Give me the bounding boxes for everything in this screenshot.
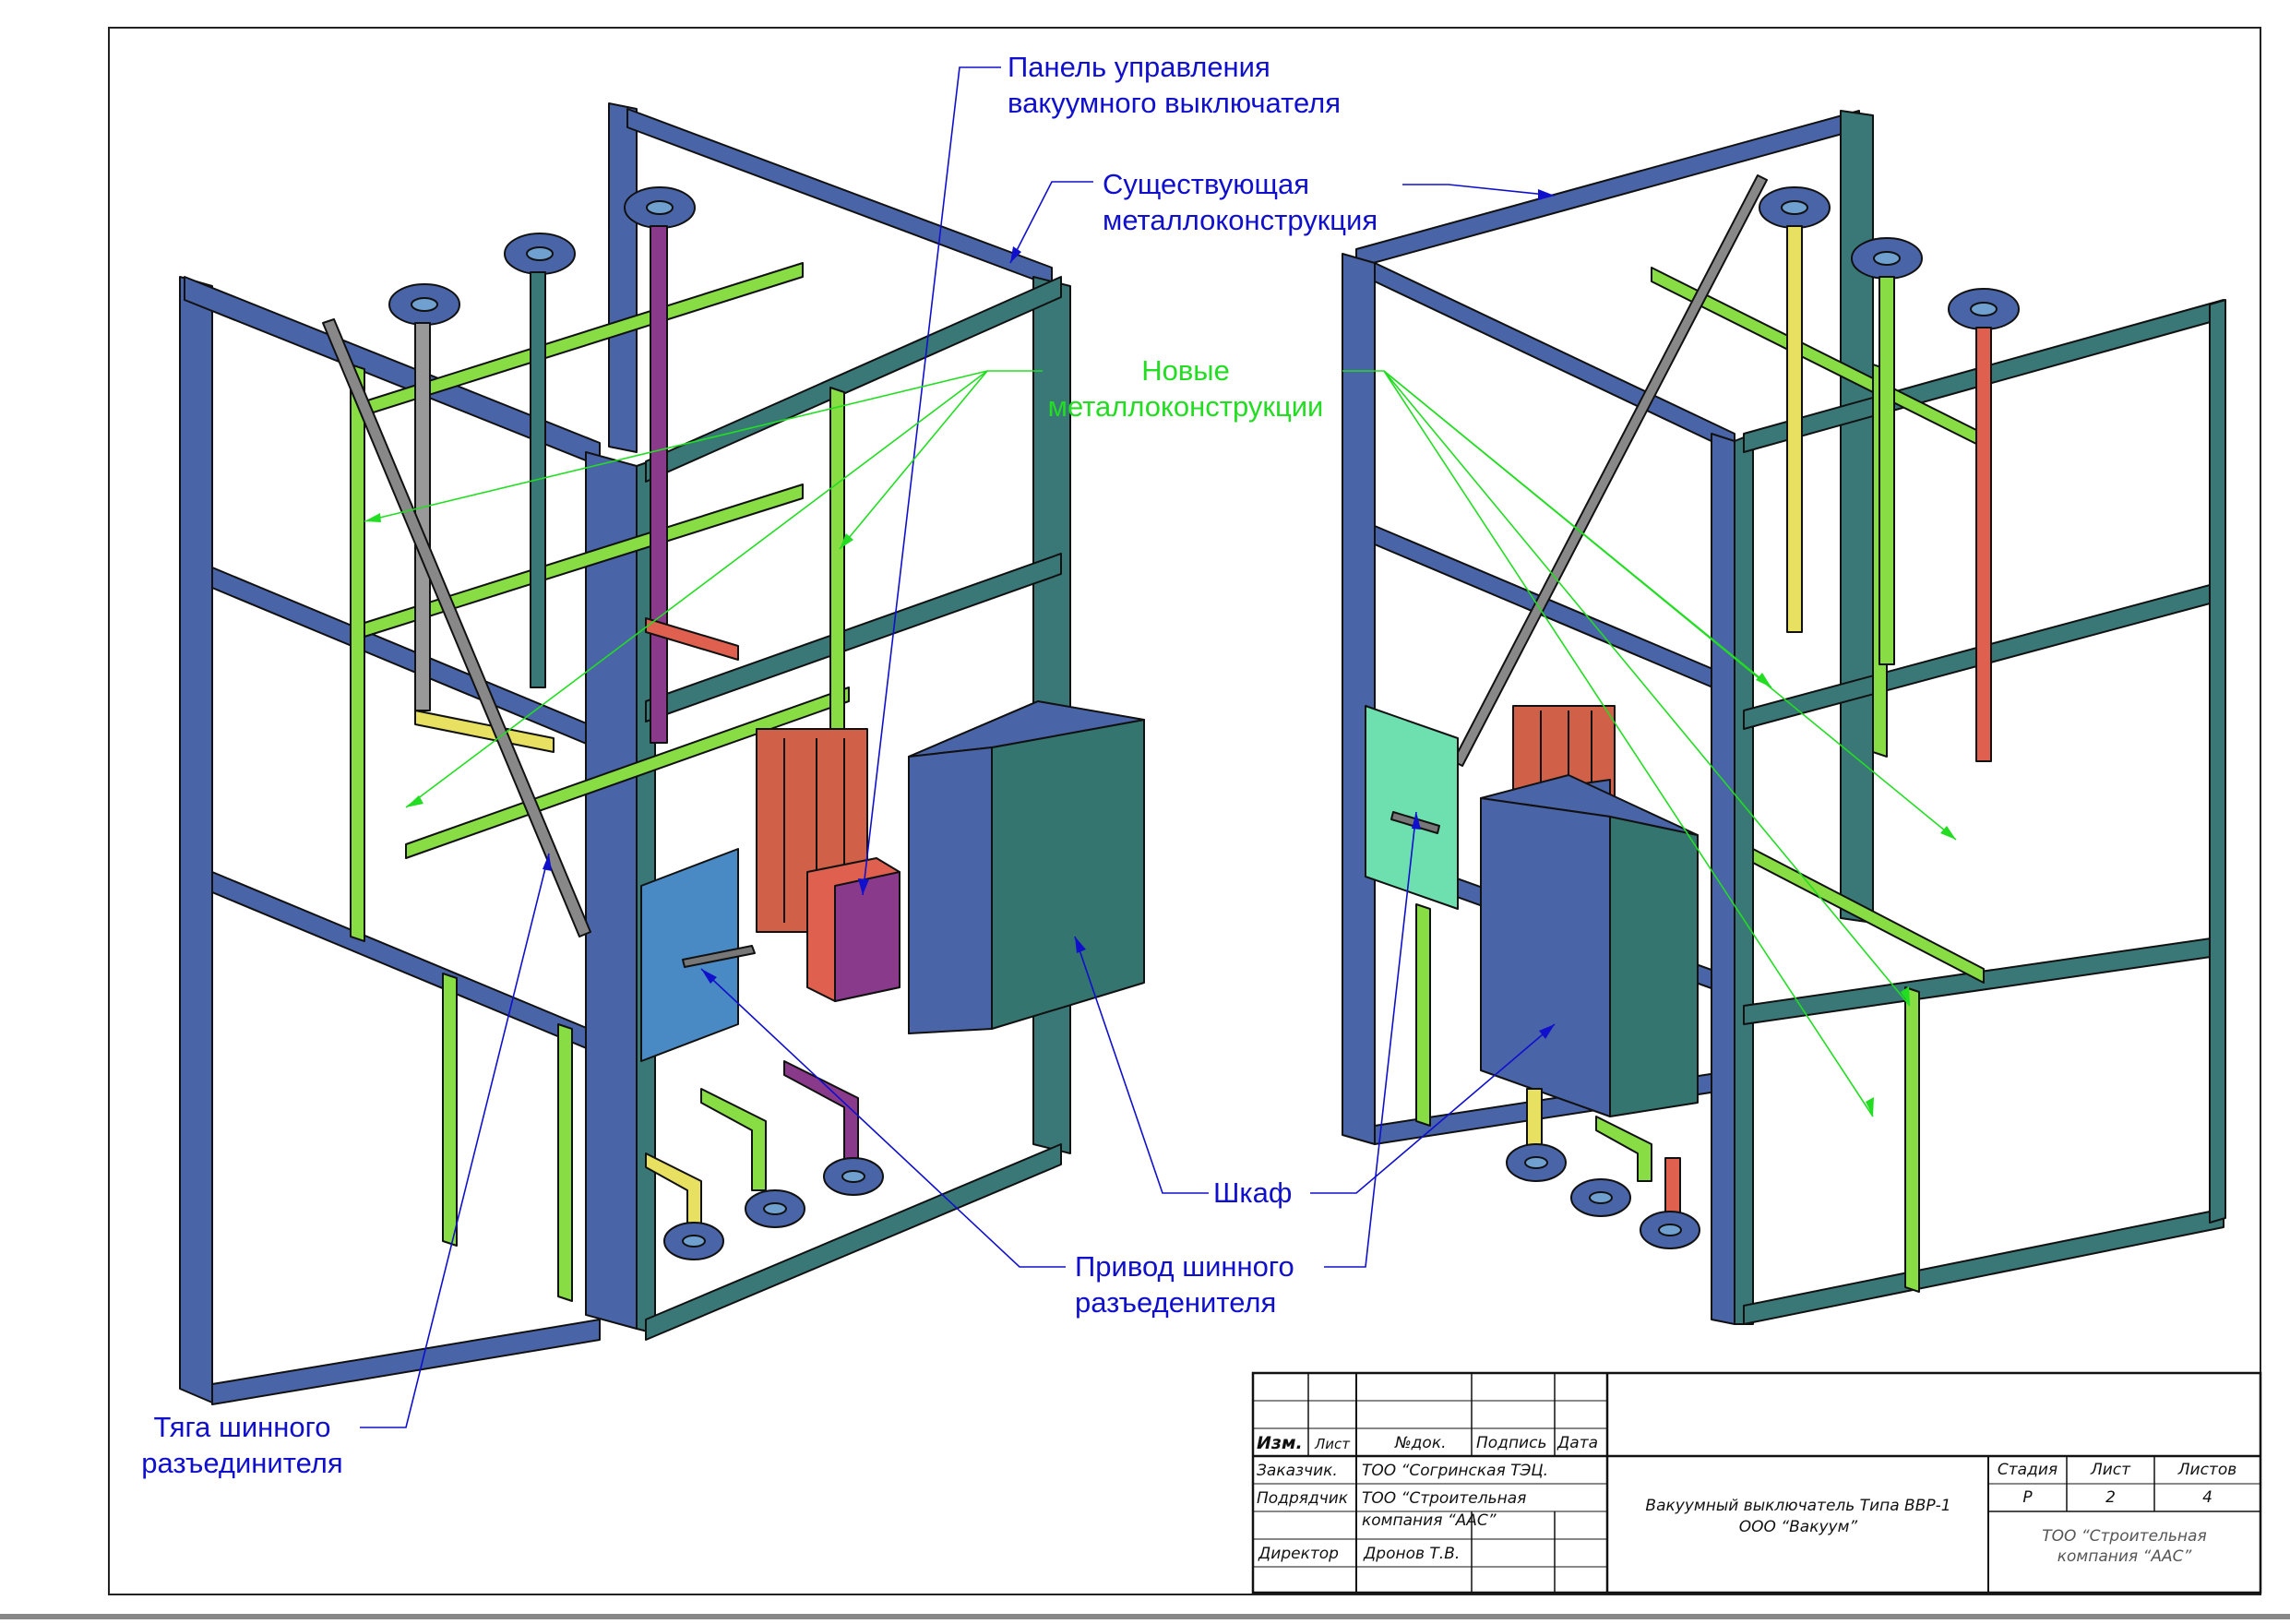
tb-header-izm: Изм. [1257,1433,1303,1453]
tb-role-director: Директор [1258,1545,1339,1563]
tb-stage-label: Стадия [1997,1461,2058,1479]
leader-new-7 [1383,370,1874,1117]
sheet-frame [108,27,2261,1595]
right-left-post [1342,253,1376,1145]
left-handle [682,945,756,968]
callout-drive: Привод шинного разъеденителя [1075,1248,1294,1320]
left-right-bottom-beam [645,1143,1062,1341]
tb-header-sign: Подпись [1476,1434,1547,1452]
right-front-post-2 [1734,433,1754,1325]
leader-arrowheads [364,189,1956,1116]
left-green-beam-3 [405,687,850,859]
leader-rod [360,853,550,1428]
leader-new-5 [1383,370,1957,841]
callout-control-panel-line1: Панель управления [1008,51,1270,83]
callout-control-panel-line2: вакуумного выключателя [1008,87,1342,119]
left-right-top-beam [645,276,1062,483]
left-green-post-4 [557,1023,573,1302]
leader-existing-left [1009,181,1093,264]
leader-new-3 [405,370,988,808]
leader-drive-left [700,968,1066,1268]
leader-drive-right [1324,811,1417,1268]
right-back-post [1840,110,1874,924]
right-busbar-red [1975,327,1992,762]
left-busbar-purple [650,225,668,744]
left-green-post-3 [442,973,458,1247]
callout-new-line1: Новые [1141,354,1230,387]
left-busbar-yellow [414,710,555,753]
callout-existing-line1: Существующая [1103,168,1310,200]
leader-lines [360,66,1957,1428]
tb-title-line1: Вакуумный выключатель Типа ВВР-1 [1645,1497,1951,1515]
callout-new-structures: Новые металлоконструкции [1038,352,1333,424]
leader-control-panel [862,66,1001,896]
right-rod [1452,174,1768,767]
tb-stage-value: Р [2022,1488,2033,1507]
tb-sheets-label: Листов [2177,1461,2237,1479]
leader-new-2 [839,370,988,550]
tb-sheet-value: 2 [2105,1488,2116,1507]
leader-new-6 [1383,370,1911,1007]
left-assembly [179,102,1145,1405]
right-busbar-yellow [1786,225,1803,633]
callout-drive-line2: разъеденителя [1075,1286,1277,1319]
left-green-post-1 [350,364,365,942]
right-bottom-bus-2 [1595,1116,1652,1182]
callout-cabinet-text: Шкаф [1213,1176,1293,1209]
right-left-mid-beam-1 [1374,525,1735,698]
right-right-bottom-beam [1743,1208,2224,1325]
right-busbar-green [1879,276,1895,665]
left-rod [322,318,591,937]
callout-existing-line2: металлоконструкция [1103,204,1378,236]
tb-sheets-value: 4 [2202,1488,2212,1507]
tb-header-date: Дата [1557,1434,1599,1452]
tb-company-line2: компания “ААС” [2057,1547,2192,1566]
tb-value-director: Дронов Т.В. [1364,1545,1461,1563]
leader-existing-right [1402,184,1556,197]
callout-existing-structure: Существующая металлоконструкция [1103,166,1378,238]
callout-new-line2: металлоконструкции [1047,390,1324,423]
right-front-post [1711,433,1735,1325]
tb-sheet-label: Лист [2090,1461,2131,1479]
left-control-panel [640,848,739,1062]
callout-rod-line2: разъединителя [141,1447,343,1479]
left-right-mid-beam [645,553,1062,722]
tb-role-contractor: Подрядчик [1257,1489,1349,1508]
tb-title-line2: ООО “Вакуум” [1738,1518,1858,1536]
right-assembly [1342,110,2226,1325]
tb-header-doc: №док. [1395,1434,1447,1452]
callout-cabinet: Шкаф [1213,1175,1292,1211]
right-green-beam-2 [1752,848,1985,984]
leader-new-4 [1342,370,1772,688]
leader-cabinet-left [1074,936,1209,1194]
tb-value-customer: ТОО “Согринская ТЭЦ. [1362,1462,1549,1480]
right-green-post-2 [1415,903,1431,1127]
left-mid-beam-2 [211,871,601,1055]
right-bottom-bus-3 [1664,1157,1681,1219]
right-control-panel [1365,705,1459,910]
tb-company-line1: ТОО “Строительная [2042,1527,2207,1546]
tb-value-contractor: ТОО “Строительная [1362,1489,1527,1508]
left-front-post [585,451,638,1330]
left-left-post [179,276,213,1403]
right-far-post [2209,299,2226,1224]
left-bottom-bus-3 [783,1060,859,1164]
left-bottom-beam [211,1319,601,1405]
left-back-post [608,102,638,453]
left-cabinet-side [991,719,1145,1030]
callout-rod: Тяга шинного разъединителя [129,1409,355,1481]
callout-control-panel: Панель управления вакуумного выключателя [1008,49,1341,121]
right-cabinet-side [1609,816,1699,1117]
leader-cabinet-right [1310,1023,1556,1194]
callout-drive-line1: Привод шинного [1075,1250,1294,1283]
tb-header-list: Лист [1315,1436,1351,1452]
tb-value-contractor-2: компания “ААС” [1362,1511,1497,1530]
callout-rod-line1: Тяга шинного [153,1411,331,1443]
left-bottom-bus-2 [700,1088,767,1191]
title-block [1251,1371,2262,1594]
right-green-post-1 [1904,986,1920,1293]
tb-role-customer: Заказчик. [1257,1462,1338,1480]
